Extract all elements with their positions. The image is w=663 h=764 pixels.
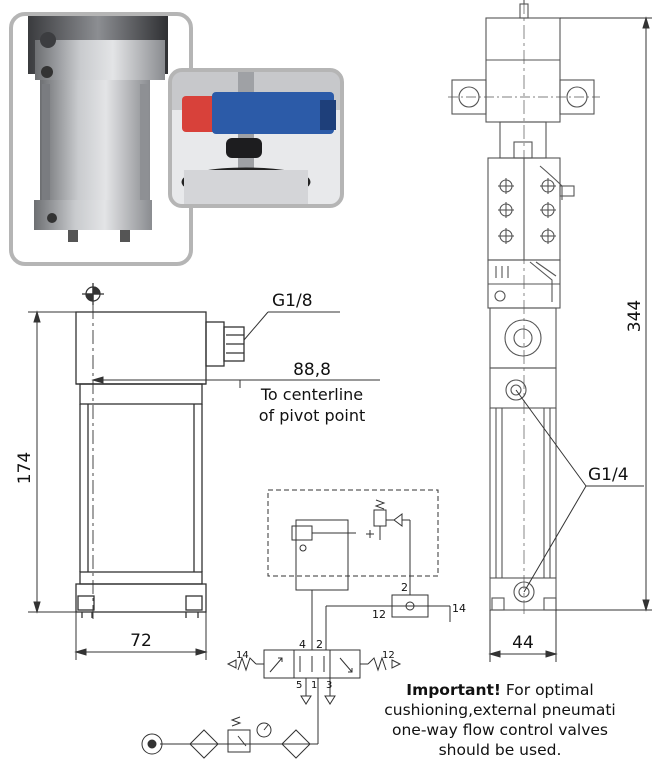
dim-344-label: 344 xyxy=(625,300,645,332)
port-g14-label: G1/4 xyxy=(588,465,629,485)
dim-72-label: 72 xyxy=(130,631,152,651)
port-12-upper: 12 xyxy=(372,608,386,621)
port-g18-label: G1/8 xyxy=(272,291,313,311)
port-14-upper: 14 xyxy=(452,602,466,615)
note-line-2: cushioning,external pneumati xyxy=(384,701,616,719)
note-line-1-rest: For optimal xyxy=(501,681,594,699)
pneumatic-schematic xyxy=(141,489,451,759)
port-2-lower: 2 xyxy=(316,638,323,651)
schematic-port-labels: 2 12 14 4 2 14 12 5 1 3 xyxy=(236,581,466,691)
note-line-4: should be used. xyxy=(438,741,562,759)
dim-88-8-label: 88,8 xyxy=(293,360,331,380)
important-note: Important! For optimal cushioning,extern… xyxy=(340,680,660,764)
dimension-lines-right xyxy=(488,16,652,662)
port-4: 4 xyxy=(299,638,306,651)
cylinder-photo xyxy=(9,12,193,266)
port-3: 3 xyxy=(326,680,332,691)
note-line-3: one-way flow control valves xyxy=(392,721,608,739)
port-12-lower: 12 xyxy=(382,650,395,661)
dimension-lines-left xyxy=(28,310,380,660)
port-5: 5 xyxy=(296,680,302,691)
dim-174-label: 174 xyxy=(15,452,35,484)
note-important-bold: Important! xyxy=(406,681,501,699)
port-14-lower: 14 xyxy=(236,650,249,661)
port-1: 1 xyxy=(311,680,317,691)
side-view-drawing xyxy=(448,0,600,616)
centerline-label-line1: To centerline xyxy=(260,385,363,404)
clamp-detail-photo xyxy=(168,68,344,208)
note-line-1: Important! For optimal xyxy=(340,680,660,700)
dim-44-label: 44 xyxy=(512,633,534,653)
front-view-drawing xyxy=(75,283,245,620)
centerline-label-line2: of pivot point xyxy=(259,406,366,425)
port-2-upper: 2 xyxy=(401,581,408,594)
